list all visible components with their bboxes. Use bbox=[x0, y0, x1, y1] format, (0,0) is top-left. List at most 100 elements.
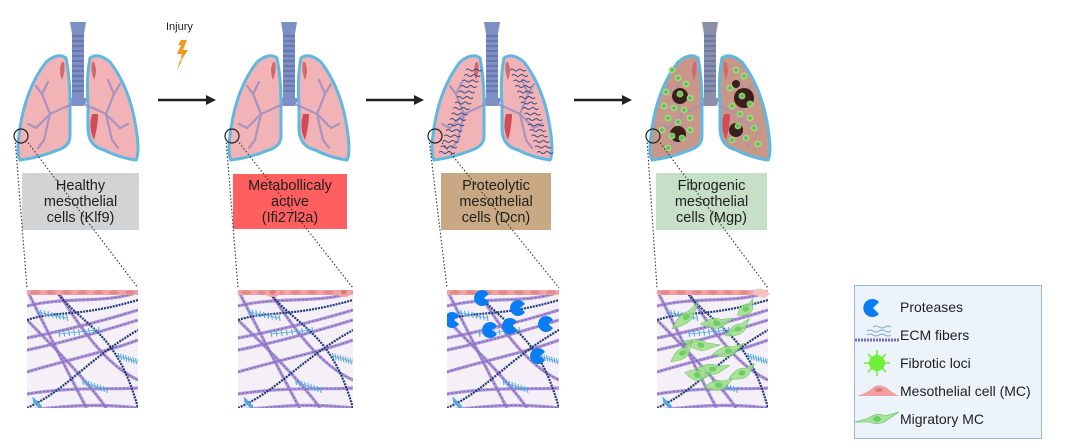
protease-icon bbox=[510, 300, 525, 316]
migratory-mc-icon bbox=[695, 363, 731, 375]
ecm-fibril bbox=[452, 396, 463, 408]
fibrotic-loci-icon bbox=[726, 84, 734, 92]
fibrotic-foci bbox=[658, 66, 762, 152]
tissue-panel-proteolytic bbox=[447, 290, 559, 408]
protease-icon bbox=[530, 348, 545, 364]
mesothelial-layer bbox=[27, 290, 138, 295]
ecm-waves bbox=[438, 68, 554, 154]
fibrotic-loci-icon bbox=[660, 102, 668, 110]
legend-item-ecm-fibers: ECM fibers bbox=[855, 322, 1043, 348]
tissue-panel-fibrogenic bbox=[657, 288, 770, 408]
legend-label: ECM fibers bbox=[900, 327, 970, 343]
fibrotic-loci-icon bbox=[686, 126, 694, 134]
trachea-icon bbox=[279, 22, 299, 106]
legend-label: Proteases bbox=[900, 299, 964, 315]
fibrotic-loci-icon bbox=[742, 134, 750, 142]
migratory-mc-icon bbox=[711, 342, 746, 357]
ecm-fibers-icon bbox=[855, 325, 899, 342]
mesothelial-cell-icon bbox=[335, 290, 352, 297]
mesothelial-cell-icon bbox=[752, 288, 770, 298]
progression-arrow-3 bbox=[574, 95, 632, 105]
fibrotic-loci-icon bbox=[738, 92, 746, 100]
protease-icon bbox=[482, 322, 497, 338]
elastin-fiber bbox=[27, 298, 138, 322]
elastin-fiber bbox=[265, 290, 353, 408]
legend-item-migratory-mc: Migratory MC bbox=[854, 406, 1043, 432]
stage-label-proteolytic: Proteolytic mesothelial cells (Dcn) bbox=[441, 173, 551, 230]
fibrotic-loci-icon bbox=[676, 90, 684, 98]
ecm-fibril bbox=[662, 396, 672, 408]
zoom-region-circle bbox=[224, 128, 240, 144]
left-lung-lobe bbox=[16, 54, 72, 162]
migratory-mc-icon bbox=[682, 339, 721, 351]
ecm-fibril bbox=[688, 326, 730, 338]
fibrotic-loci-icon bbox=[658, 126, 666, 134]
right-lung-lobe bbox=[296, 54, 351, 162]
stage-label-healthy: Healthy mesothelial cells (Klf9) bbox=[22, 173, 139, 230]
protease-icon bbox=[502, 318, 517, 334]
mesothelial-cell-icon bbox=[857, 385, 899, 396]
fibrotic-loci-icon bbox=[670, 104, 678, 112]
fibrotic-loci-icon bbox=[732, 66, 740, 74]
fibrotic-loci-icon bbox=[728, 136, 736, 144]
ecm-fibril bbox=[58, 326, 100, 338]
migratory-mc-icon bbox=[703, 378, 734, 391]
migratory-mc-icon bbox=[684, 369, 712, 382]
migratory-mc-icon bbox=[728, 362, 756, 380]
protease-icon bbox=[474, 290, 489, 306]
migratory-mc-icon bbox=[854, 411, 900, 424]
fibrotic-loci-icon bbox=[668, 132, 676, 140]
ecm-fibril bbox=[331, 352, 353, 365]
legend: Proteases ECM fibers Fibrotic loci Mesot… bbox=[854, 285, 1042, 439]
legend-label: Mesothelial cell (MC) bbox=[900, 383, 1031, 399]
legend-label: Fibrotic loci bbox=[900, 355, 971, 371]
lung-metabolic bbox=[224, 22, 351, 162]
fibrotic-loci-icon bbox=[664, 114, 672, 122]
fibrotic-loci-icon bbox=[740, 72, 748, 80]
ecm-fibril bbox=[32, 396, 42, 408]
fibrotic-loci-icon bbox=[680, 106, 688, 114]
tissue-panel-metabolic bbox=[238, 290, 353, 408]
migratory-mc-icon bbox=[724, 317, 751, 337]
fibrotic-loci-icon bbox=[678, 134, 686, 142]
ecm-fibril bbox=[82, 378, 108, 394]
ecm-fibril bbox=[456, 308, 489, 322]
mesothelial-layer bbox=[657, 290, 768, 295]
ecm-fibril bbox=[243, 396, 254, 408]
tissue-panel-healthy bbox=[27, 290, 138, 408]
ecm-fibril bbox=[247, 308, 281, 322]
zoom-region-circle bbox=[427, 128, 443, 144]
ecm-fibril bbox=[36, 308, 69, 322]
left-lung-lobe bbox=[430, 54, 486, 162]
zoom-region-circle bbox=[13, 128, 29, 144]
trachea-icon bbox=[68, 22, 88, 106]
fibrotic-loci-icon bbox=[736, 110, 744, 118]
elastin-fiber bbox=[447, 329, 559, 408]
collagen-fiber bbox=[238, 290, 302, 408]
progression-arrow-2 bbox=[366, 95, 424, 105]
elastin-fiber bbox=[238, 298, 353, 322]
ecm-fibril bbox=[747, 352, 768, 365]
fibrotic-loci-icon bbox=[754, 140, 762, 148]
fibrotic-loci-icon bbox=[686, 94, 694, 102]
migratory-mc-icon bbox=[670, 339, 693, 363]
lung-healthy bbox=[13, 22, 140, 162]
ecm-fibril bbox=[295, 378, 322, 394]
protease-icon bbox=[447, 312, 459, 328]
mesothelial-layer bbox=[238, 290, 353, 297]
fibrotic-loci-icon bbox=[686, 114, 694, 122]
fibrotic-loci-icon bbox=[668, 66, 676, 74]
fibrotic-loci-icon bbox=[746, 100, 754, 108]
fibrotic-loci-icon bbox=[728, 102, 736, 110]
stage-label-fibrogenic: Fibrogenic mesothelial cells (Mgp) bbox=[656, 173, 767, 230]
elastin-fiber bbox=[27, 329, 138, 408]
injury-label: Injury bbox=[166, 21, 193, 33]
lung-fibrogenic bbox=[645, 22, 772, 162]
elastin-fiber bbox=[53, 290, 138, 408]
fibrotic-loci-icon bbox=[674, 74, 682, 82]
stage-label-metabolic: Metabollicaly active (Ifi27l2a) bbox=[233, 174, 347, 229]
fibrotic-loci-icon bbox=[864, 350, 890, 376]
fibrotic-loci-icon bbox=[746, 114, 754, 122]
fibrotic-loci-icon bbox=[664, 144, 672, 152]
